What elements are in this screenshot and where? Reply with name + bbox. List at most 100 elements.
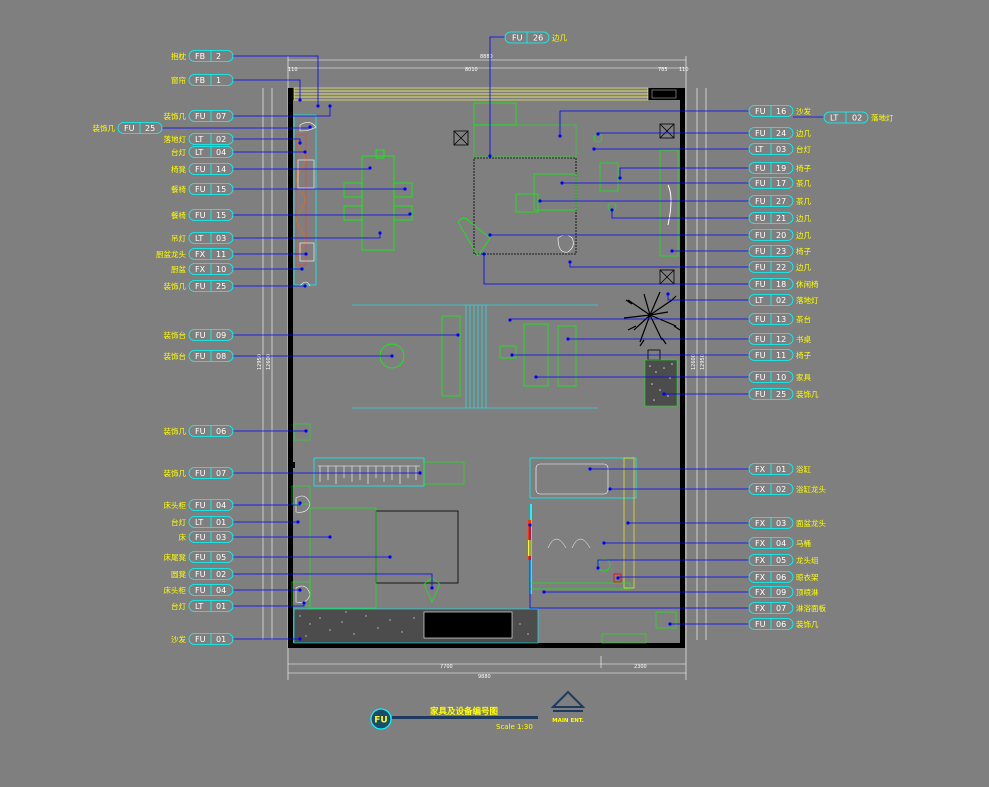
tag-number: 03 bbox=[776, 519, 786, 528]
kitchen-counter bbox=[293, 114, 317, 287]
dim-bottom-total: 9880 bbox=[478, 674, 491, 680]
tag-label: 落地灯 bbox=[796, 295, 819, 305]
tag-code: LT bbox=[195, 148, 203, 157]
tag-label: 椅子 bbox=[796, 246, 811, 256]
tag-number: 05 bbox=[776, 556, 786, 565]
tag-number: 07 bbox=[776, 604, 786, 613]
tag-number: 25 bbox=[216, 282, 226, 291]
tag-number: 01 bbox=[216, 635, 226, 644]
title-text: 家具及设备编号图 bbox=[430, 706, 498, 717]
tag-label: 顶喷淋 bbox=[796, 587, 819, 597]
leader-dot bbox=[610, 208, 614, 212]
leader-dot bbox=[488, 154, 492, 158]
tag-number: 2 bbox=[216, 52, 221, 61]
leader-dot bbox=[666, 292, 670, 296]
tag-code: FU bbox=[195, 112, 206, 121]
far-right-tag-label: 落地灯 bbox=[871, 113, 894, 123]
leader-dot bbox=[670, 249, 674, 253]
tag-number: 05 bbox=[216, 553, 226, 562]
tag-code: FU bbox=[195, 586, 206, 595]
tag-number: 27 bbox=[776, 197, 786, 206]
tag-number: 04 bbox=[776, 539, 786, 548]
tag-code: FU bbox=[755, 263, 766, 272]
tag-number: 09 bbox=[216, 331, 226, 340]
top-tag-code: FU bbox=[512, 34, 523, 43]
left-tag-5[interactable]: LT 04 台灯 bbox=[171, 146, 234, 158]
tag-label: 台灯 bbox=[171, 147, 186, 157]
tag-number: 04 bbox=[216, 148, 226, 157]
tag-number: 1 bbox=[216, 76, 221, 85]
tag-number: 25 bbox=[145, 124, 155, 133]
leader-dot bbox=[408, 212, 412, 216]
tag-number: 22 bbox=[776, 263, 786, 272]
tag-label: 浴缸龙头 bbox=[796, 484, 826, 494]
top-tag[interactable]: FU 26 边几 bbox=[504, 31, 567, 44]
tag-label: 厨盆 bbox=[171, 264, 186, 274]
tag-code: FU bbox=[755, 280, 766, 289]
leader-dot bbox=[303, 150, 307, 154]
leader-dot bbox=[566, 337, 570, 341]
tag-code: FX bbox=[755, 465, 766, 474]
tag-code: FU bbox=[195, 501, 206, 510]
tag-label: 床尾凳 bbox=[164, 552, 187, 562]
far-right-tag[interactable]: LT 02 落地灯 bbox=[823, 111, 894, 124]
tag-number: 02 bbox=[776, 296, 786, 305]
tag-label: 装饰几 bbox=[93, 123, 116, 133]
tag-code: FB bbox=[195, 52, 205, 61]
leader-dot bbox=[508, 318, 512, 322]
tag-label: 装饰台 bbox=[164, 330, 187, 340]
tag-label: 床 bbox=[179, 532, 187, 542]
